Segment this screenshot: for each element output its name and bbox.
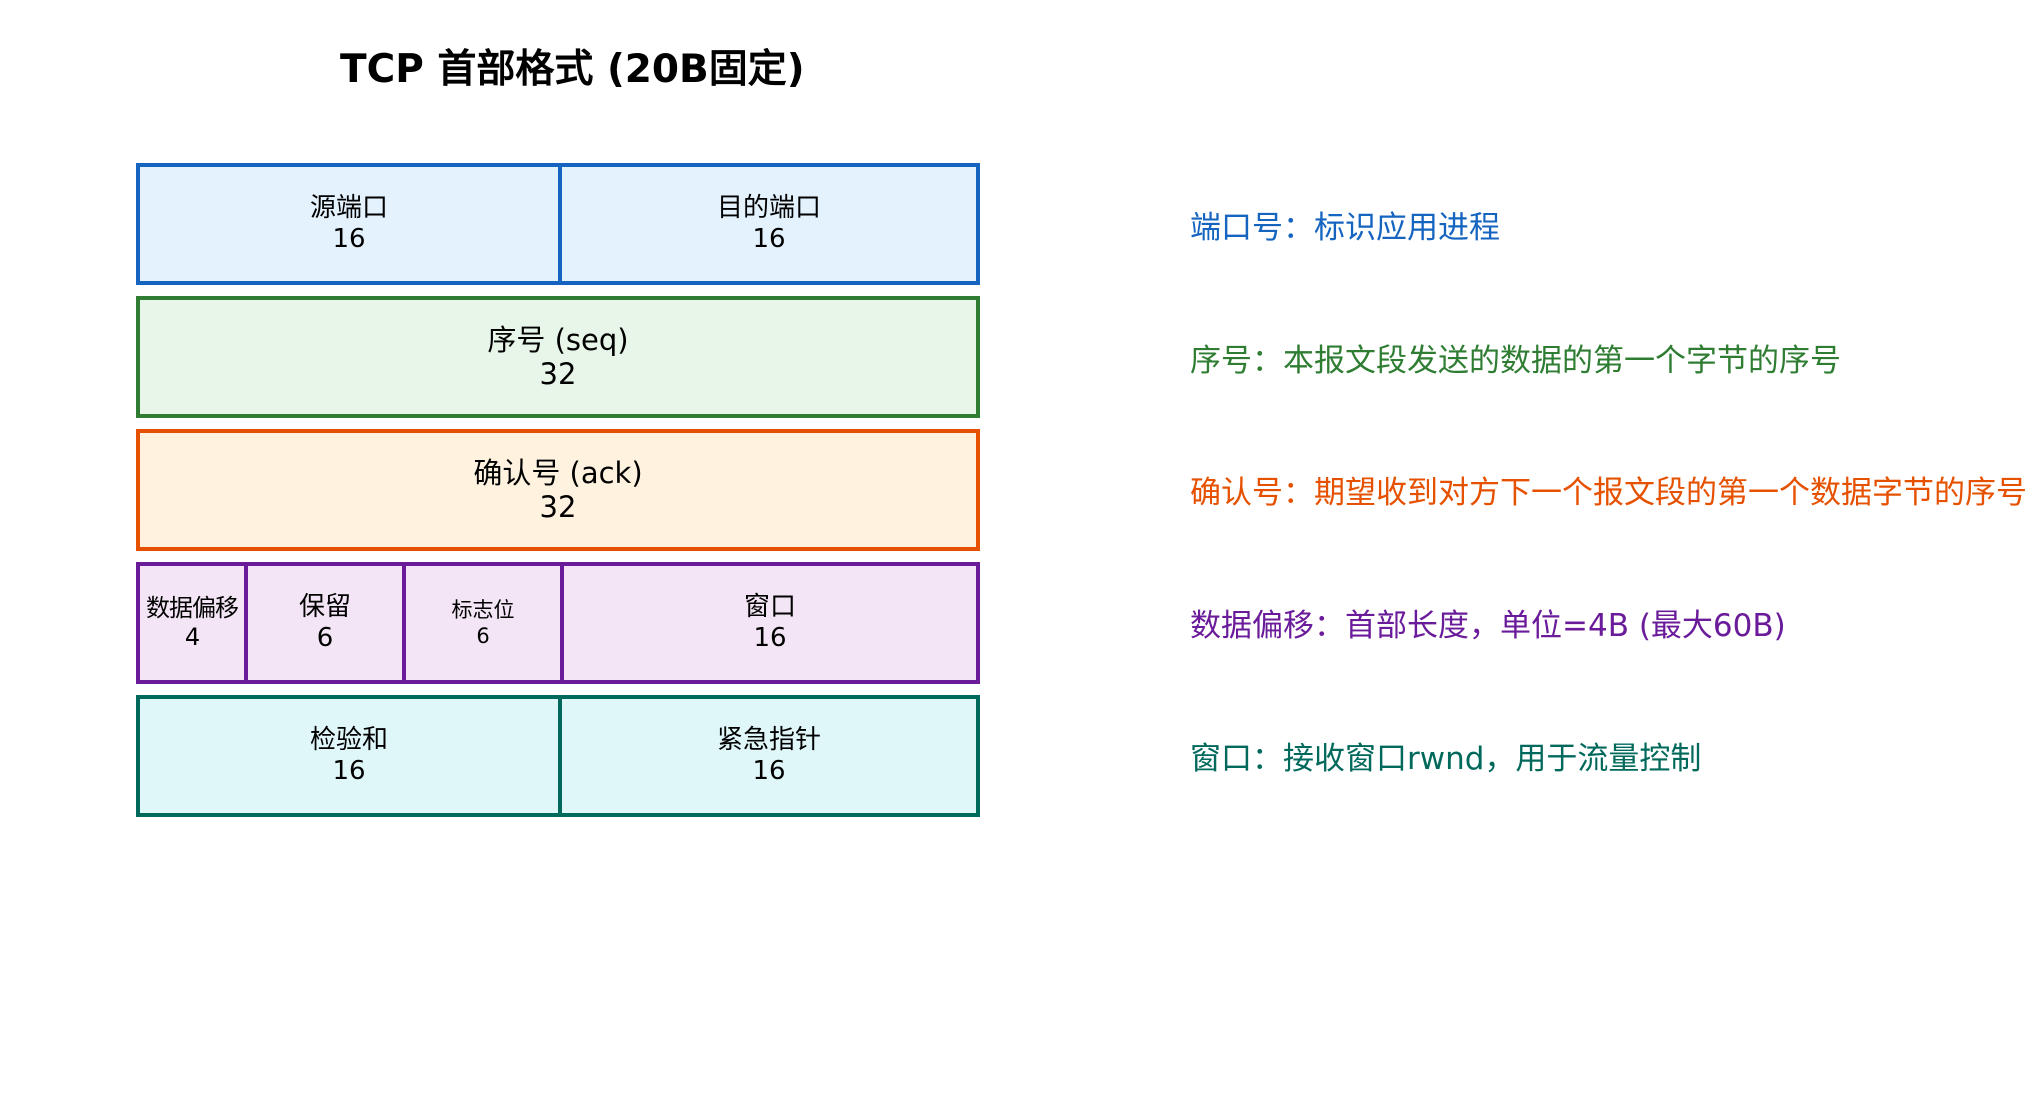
note-window: 窗口：接收窗口rwnd，用于流量控制 (1190, 741, 1702, 777)
field-bits: 6 (476, 624, 490, 648)
field-name: 标志位 (451, 598, 515, 622)
field-window: 窗口 16 (560, 566, 976, 680)
note-sequence: 序号：本报文段发送的数据的第一个字节的序号 (1190, 343, 1841, 379)
field-name: 目的端口 (716, 193, 821, 223)
field-sequence-number: 序号 (seq) 32 (140, 300, 976, 414)
field-bits: 6 (316, 623, 334, 653)
field-bits: 16 (332, 224, 366, 254)
field-bits: 16 (332, 756, 366, 786)
field-checksum: 检验和 16 (140, 699, 558, 813)
field-acknowledgment-number: 确认号 (ack) 32 (140, 433, 976, 547)
field-destination-port: 目的端口 16 (558, 167, 976, 281)
field-name: 数据偏移 (146, 594, 239, 622)
field-name: 检验和 (309, 725, 388, 755)
field-name: 保留 (298, 592, 351, 622)
note-data-offset: 数据偏移：首部长度，单位=4B (最大60B) (1190, 608, 1786, 644)
field-urgent-pointer: 紧急指针 16 (558, 699, 976, 813)
field-name: 紧急指针 (716, 725, 821, 755)
field-name: 序号 (seq) (487, 323, 629, 357)
field-bits: 32 (539, 357, 577, 391)
field-reserved: 保留 6 (244, 566, 402, 680)
note-port: 端口号：标识应用进程 (1190, 210, 1500, 246)
row-ports: 源端口 16 目的端口 16 (136, 163, 980, 285)
field-data-offset: 数据偏移 4 (140, 566, 244, 680)
row-offset-flags-window: 数据偏移 4 保留 6 标志位 6 窗口 16 (136, 562, 980, 684)
row-checksum-urgent: 检验和 16 紧急指针 16 (136, 695, 980, 817)
field-bits: 32 (539, 490, 577, 524)
field-name: 窗口 (743, 592, 796, 622)
row-sequence-number: 序号 (seq) 32 (136, 296, 980, 418)
field-bits: 16 (753, 623, 787, 653)
field-flags: 标志位 6 (402, 566, 560, 680)
field-bits: 4 (184, 623, 200, 651)
row-acknowledgment-number: 确认号 (ack) 32 (136, 429, 980, 551)
field-name: 源端口 (309, 193, 388, 223)
field-bits: 16 (752, 224, 786, 254)
field-bits: 16 (752, 756, 786, 786)
field-name: 确认号 (ack) (473, 456, 643, 490)
field-source-port: 源端口 16 (140, 167, 558, 281)
diagram-title: TCP 首部格式 (20B固定) (340, 47, 805, 92)
note-acknowledgment: 确认号：期望收到对方下一个报文段的第一个数据字节的序号 (1190, 475, 2025, 511)
